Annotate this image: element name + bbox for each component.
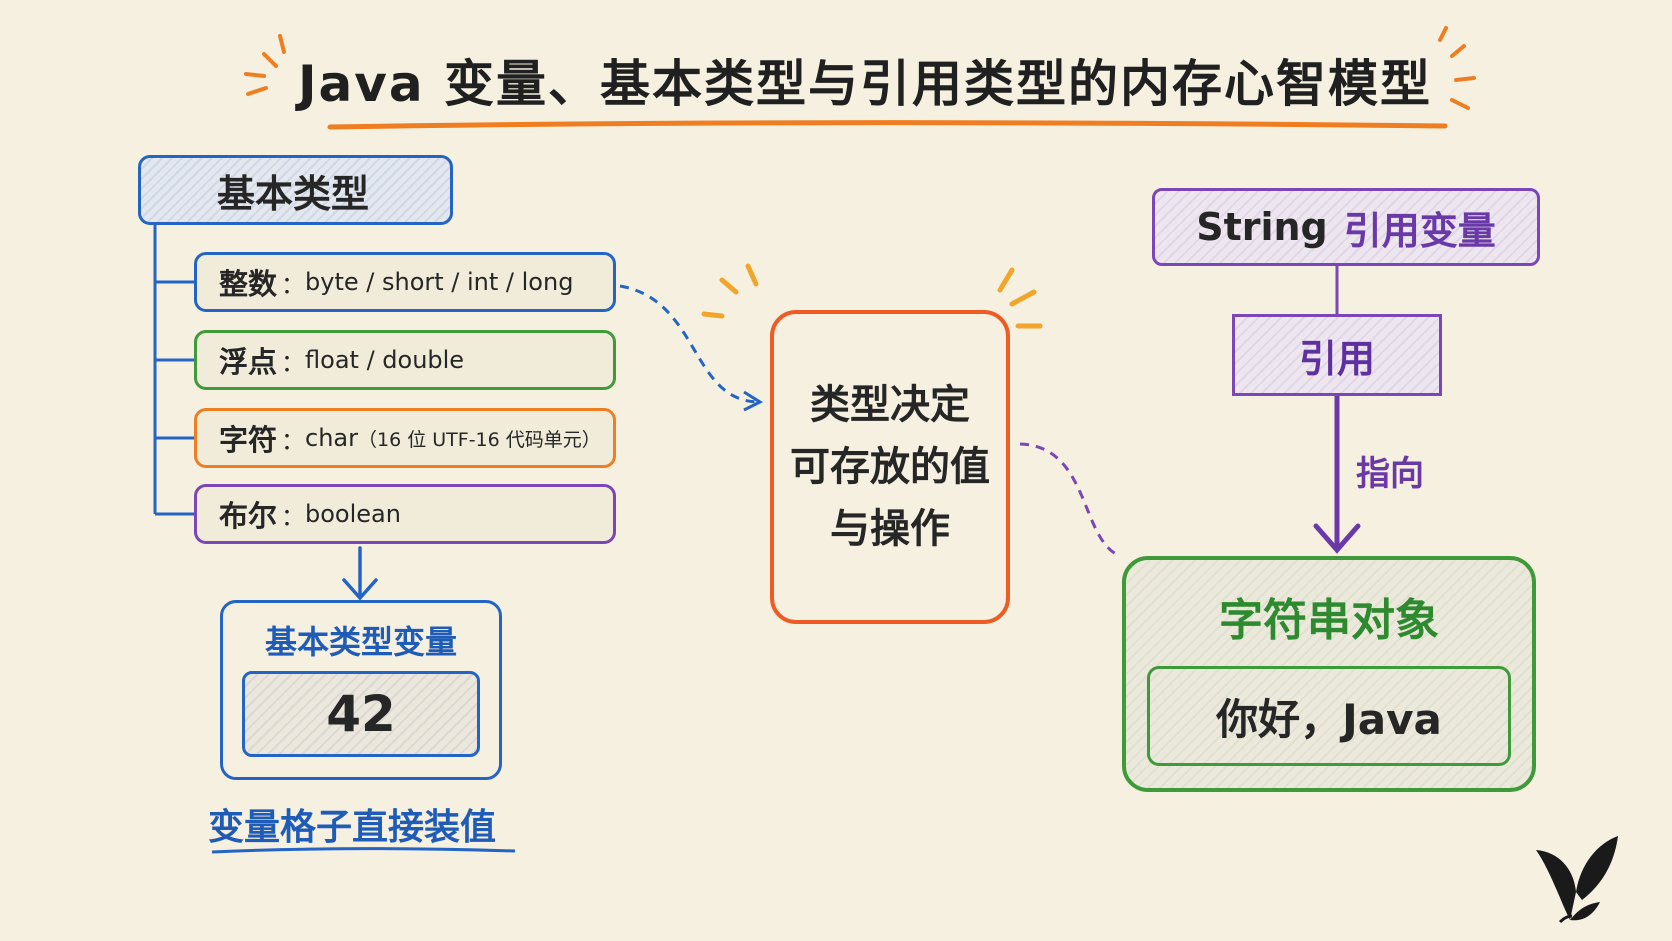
title-sparkle-left-icon <box>244 34 286 96</box>
category-key: 布尔 <box>219 499 278 533</box>
dashed-connector-string <box>1019 442 1121 558</box>
primitive-variable-box: 基本类型变量 42 <box>220 600 502 780</box>
category-char: 字符 ： char （16 位 UTF-16 代码单元） <box>194 408 616 468</box>
category-integer: 整数 ： byte / short / int / long <box>194 252 616 312</box>
category-key: 整数 <box>219 267 278 301</box>
category-sep: ： <box>281 426 306 455</box>
primitive-variable-label: 基本类型变量 <box>264 623 457 661</box>
center-sparkle-left-icon <box>701 263 759 319</box>
center-note-line: 与操作 <box>830 506 950 552</box>
category-note: （16 位 UTF-16 代码单元） <box>358 428 601 451</box>
pointer-arrow <box>1313 393 1361 554</box>
reference-variable-label: 引用变量 <box>1343 208 1496 253</box>
string-reference-variable: String 引用变量 <box>1152 188 1540 266</box>
string-object-label: 字符串对象 <box>1219 595 1439 646</box>
category-boolean: 布尔 ： boolean <box>194 484 616 544</box>
primitive-types-header: 基本类型 <box>138 155 453 225</box>
dashed-connector-int-head <box>743 390 764 412</box>
center-note-box: 类型决定 可存放的值 与操作 <box>770 310 1010 624</box>
string-type-label: String <box>1196 205 1328 249</box>
center-note-line: 类型决定 <box>810 382 970 428</box>
category-sep: ： <box>281 348 306 377</box>
category-sep: ： <box>281 270 306 299</box>
dashed-connector-int <box>619 284 759 404</box>
primitive-tree-lines <box>153 225 194 516</box>
title-underline <box>327 120 1448 130</box>
primitive-variable-value: 42 <box>242 671 480 757</box>
string-object-box: 字符串对象 你好，Java <box>1122 556 1536 792</box>
category-value: boolean <box>305 500 401 528</box>
reference-label: 引用 <box>1298 336 1375 381</box>
category-key: 字符 <box>219 423 278 457</box>
pointer-label: 指向 <box>1356 454 1424 494</box>
primitive-variable-caption: 变量格子直接装值 <box>208 807 497 848</box>
center-note-line: 可存放的值 <box>790 444 990 490</box>
category-sep: ： <box>281 502 306 531</box>
reference-box: 引用 <box>1232 314 1442 396</box>
butterfly-logo-icon <box>1536 836 1618 924</box>
page-title: Java 变量、基本类型与引用类型的内存心智模型 <box>297 55 1433 113</box>
primitive-types-header-label: 基本类型 <box>217 171 370 216</box>
primitive-down-arrow <box>342 546 378 601</box>
category-value: byte / short / int / long <box>305 268 574 296</box>
center-sparkle-right-icon <box>997 267 1043 329</box>
category-key: 浮点 <box>219 345 278 379</box>
string-object-value: 你好，Java <box>1147 666 1511 766</box>
category-value: char <box>305 424 358 452</box>
category-float: 浮点 ： float / double <box>194 330 616 390</box>
category-value: float / double <box>305 346 465 374</box>
caption-underline <box>211 847 516 854</box>
title-sparkle-right-icon <box>1438 26 1476 110</box>
